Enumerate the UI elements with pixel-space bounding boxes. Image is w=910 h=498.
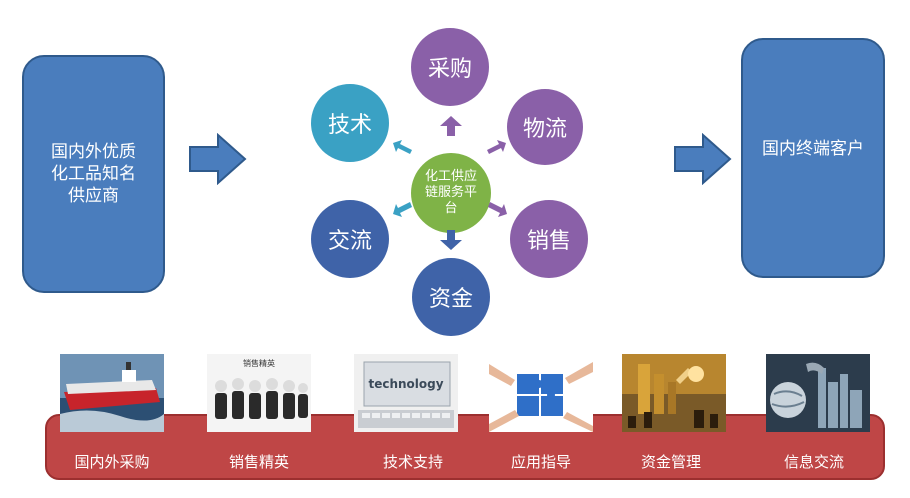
service-label-application-guidance: 应用指导	[510, 453, 571, 471]
service-label-info-exchange: 信息交流	[783, 453, 844, 471]
customer-box: 国内终端客户	[741, 38, 885, 278]
platform-hub: 化工供应链服务平台	[411, 153, 491, 233]
technology-image: technology	[354, 354, 458, 432]
service-label-fund-management: 资金管理	[640, 453, 701, 471]
circle-funds: 资金	[412, 258, 490, 336]
service-label-tech-support: 技术支持	[382, 453, 443, 471]
svg-text:technology: technology	[368, 377, 443, 391]
supplier-label: 国内外优质化工品知名供应商	[51, 142, 136, 206]
supplier-box: 国内外优质化工品知名供应商	[22, 55, 165, 293]
customer-label: 国内终端客户	[762, 139, 864, 159]
circle-communication: 交流	[311, 200, 389, 278]
circle-logistics: 物流	[507, 89, 583, 165]
arrow-upright-icon	[487, 140, 506, 154]
arrow-down-icon	[440, 230, 462, 250]
arrow-downleft-icon	[393, 202, 412, 217]
information-exchange-image	[766, 354, 870, 432]
right-flow-arrow-icon	[674, 133, 732, 185]
service-label-procurement: 国内外采购	[74, 453, 150, 471]
finance-image	[622, 354, 726, 432]
left-flow-arrow-icon	[189, 133, 247, 185]
circle-sales: 销售	[510, 200, 588, 278]
service-label-sales-elite: 销售精英	[228, 453, 289, 471]
circle-purchasing: 采购	[411, 28, 489, 106]
services-bar	[45, 414, 885, 480]
svg-text:销售精英: 销售精英	[243, 358, 275, 368]
sales-team-image: 销售精英	[207, 354, 311, 432]
puzzle-image	[489, 354, 593, 432]
arrow-upleft-icon	[393, 140, 412, 154]
circle-technology: 技术	[311, 84, 389, 162]
arrow-up-icon	[440, 116, 462, 136]
ship-image	[60, 354, 164, 432]
arrow-downright-icon	[488, 202, 507, 217]
